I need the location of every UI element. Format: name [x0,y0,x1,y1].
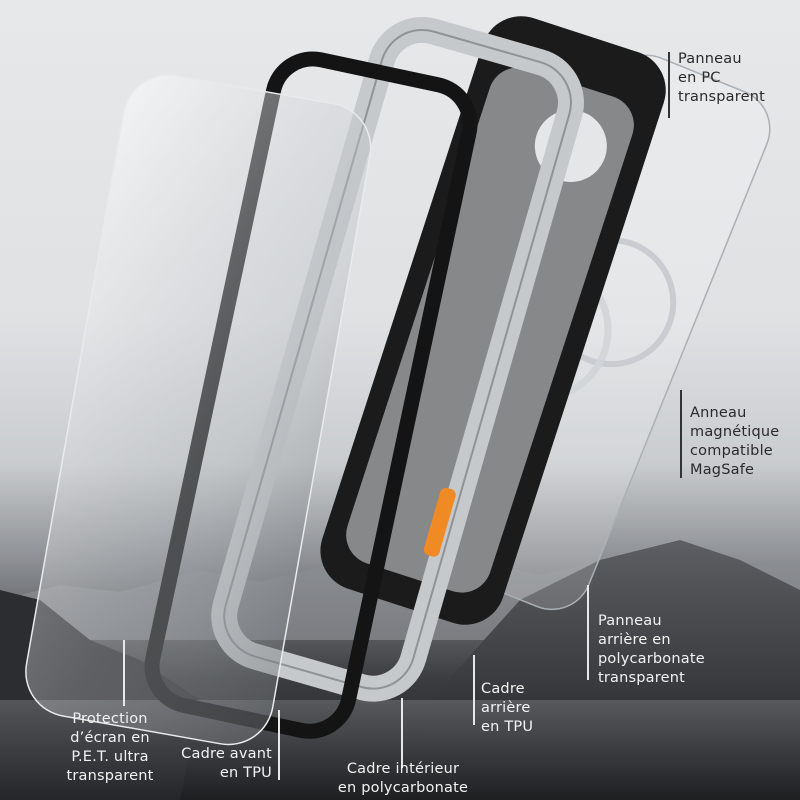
label-magnetic-ring: Anneau magnétique compatible MagSafe [690,404,779,480]
label-front-frame: Cadre avant en TPU [160,745,272,783]
label-line: polycarbonate [598,651,705,667]
label-line: transparent [598,670,686,686]
pc-panel-leader [668,52,670,118]
label-line: compatible [690,443,773,459]
label-line: arrière [481,700,531,716]
label-line: en PC [678,70,721,86]
screen-protector-leader [123,640,125,706]
label-line: Protection [72,711,148,727]
label-inner-frame: Cadre intérieur en polycarbonate [330,760,476,798]
label-back-frame: Cadre arrière en TPU [481,680,533,737]
label-line: Cadre avant [181,746,272,762]
label-line: arrière en [598,632,671,648]
label-line: Panneau [678,51,742,67]
label-back-panel: Panneau arrière en polycarbonate transpa… [598,612,705,688]
orange-button [423,487,456,557]
label-screen-protector: Protection d’écran en P.E.T. ultra trans… [55,710,165,786]
label-line: Cadre [481,681,525,697]
label-line: Cadre intérieur [346,761,460,777]
label-line: transparent [66,768,154,784]
label-line: Anneau [690,405,747,421]
label-line: Panneau [598,613,662,629]
label-line: MagSafe [690,462,755,478]
label-line: en polycarbonate [337,780,469,796]
back-panel-leader [587,585,589,680]
back-frame-leader [473,655,475,725]
label-line: magnétique [690,424,780,440]
label-line: en TPU [481,719,534,735]
front-frame-leader [278,710,280,780]
label-line: P.E.T. ultra [71,749,149,765]
magnetic-ring-leader [680,390,682,478]
label-line: transparent [678,89,766,105]
label-line: d’écran en [70,730,150,746]
label-pc-panel: Panneau en PC transparent [678,50,765,107]
inner-frame-leader [401,698,403,768]
label-line: en TPU [219,765,272,781]
